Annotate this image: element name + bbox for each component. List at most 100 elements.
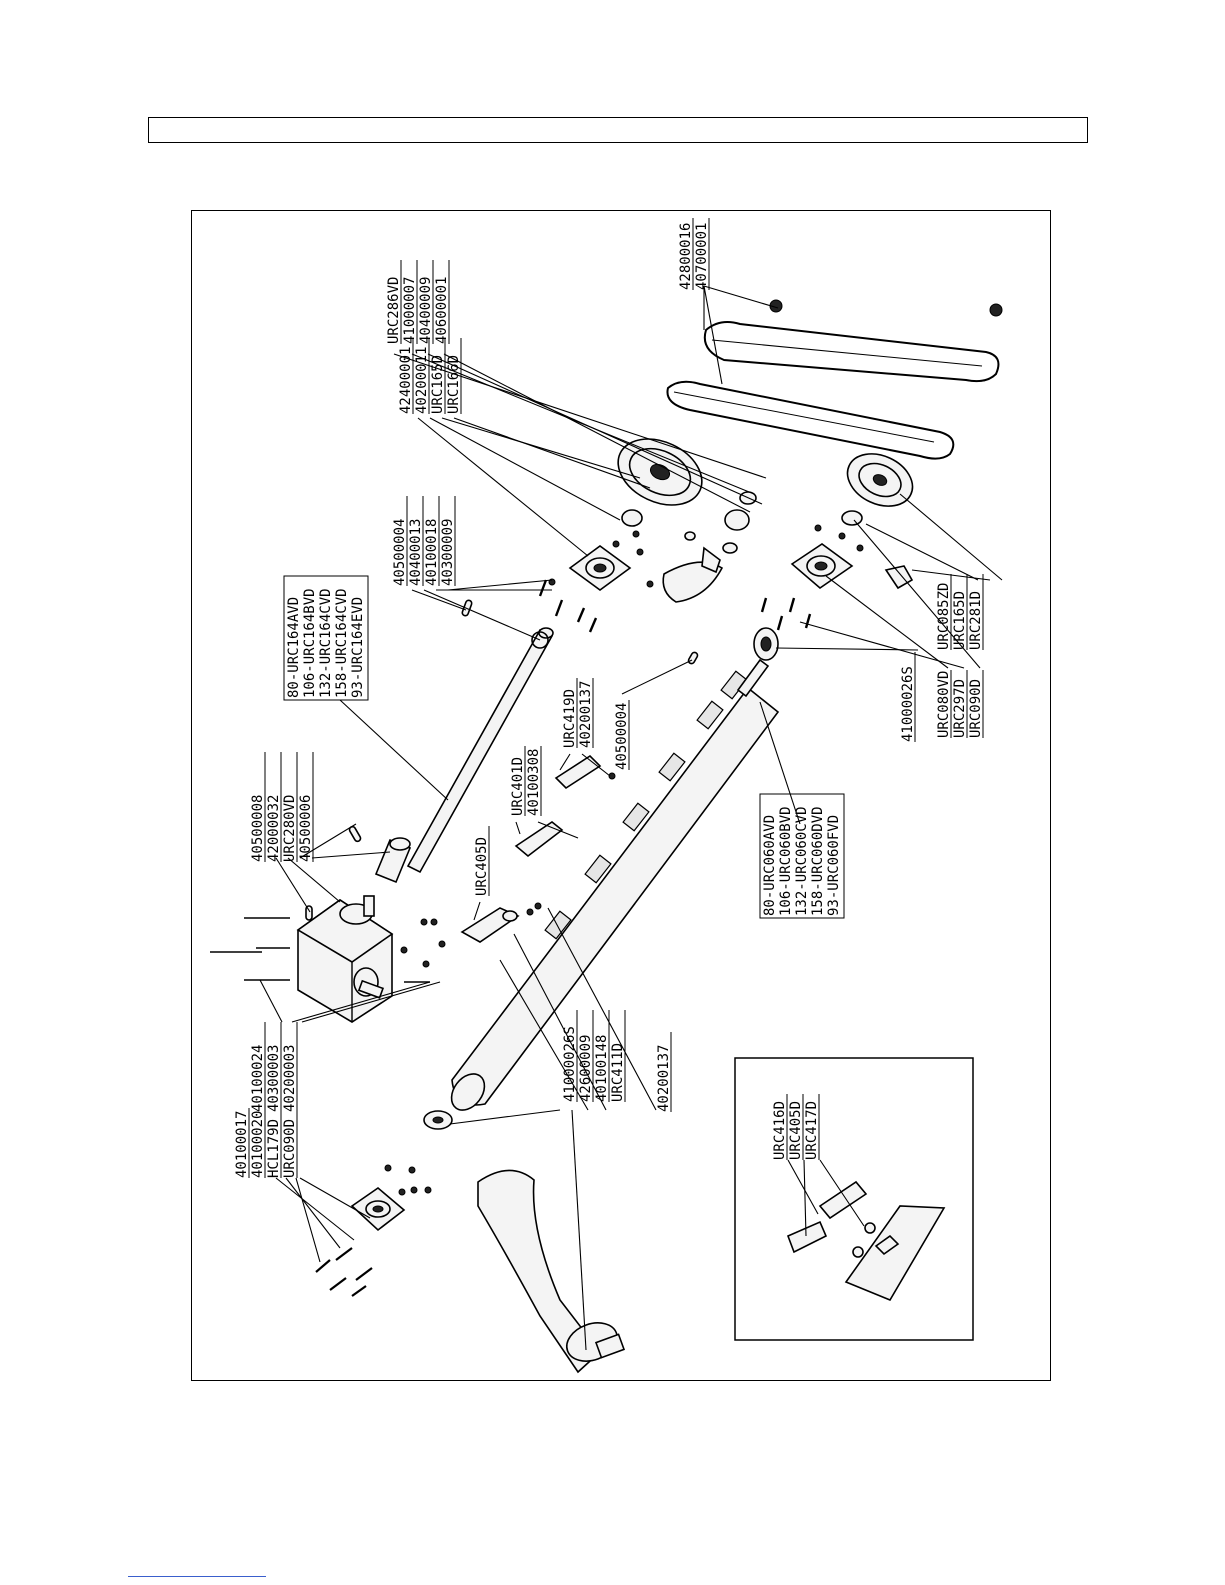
part-label: 40100024 xyxy=(250,1045,266,1112)
coupling-sleeve xyxy=(374,837,412,884)
part-label: 40100020 xyxy=(250,1111,266,1178)
tube-end-shaft xyxy=(736,627,779,698)
part-label: 40500006 xyxy=(298,795,314,862)
part-label: 106-URC164BVD xyxy=(302,588,318,698)
label-group-key: 40500004 xyxy=(614,700,630,770)
part-label: URC417D xyxy=(804,1101,820,1160)
small-nuts xyxy=(400,524,864,968)
part-label: URC090D xyxy=(282,1119,298,1178)
part-label: URC085ZD xyxy=(936,583,952,650)
gearbox-bolts xyxy=(210,917,430,983)
part-label: 40300003 xyxy=(266,1045,282,1112)
inset-frame xyxy=(734,1057,974,1341)
part-label: 40100148 xyxy=(594,1035,610,1102)
part-label: 40500004 xyxy=(614,703,630,770)
part-label: 80-URC164AVD xyxy=(286,597,302,698)
part-label: URC286VD xyxy=(386,277,402,344)
label-group-lower-pulley: URC085ZD URC165D URC281D xyxy=(936,574,984,650)
part-label: URC401D xyxy=(510,757,526,816)
left-bearing-flange xyxy=(350,1186,406,1232)
pto-shaft xyxy=(423,1110,626,1374)
part-label: URC166D xyxy=(446,355,462,414)
part-label: URC405D xyxy=(474,837,490,896)
part-label: 40500004 xyxy=(392,519,408,586)
label-group-left-flange: 40100017 40100020 HCL179D URC090D xyxy=(234,1108,298,1178)
label-group-tube: 80-URC060AVD 106-URC060BVD 132-URC060CVD… xyxy=(759,793,845,919)
part-label: 158-URC060DVD xyxy=(810,806,826,916)
label-group-pto: 41000026S 42600009 40100148 URC411D xyxy=(562,1010,626,1102)
part-label: 40400013 xyxy=(408,519,424,586)
part-label: 42400001 xyxy=(398,347,414,414)
label-group-belts: 42800016 40700001 xyxy=(678,218,710,290)
part-label: 41000026S xyxy=(900,666,916,742)
label-group-washer: 41000026S xyxy=(900,652,916,742)
inset-assembly xyxy=(786,1180,946,1302)
part-label: 106-URC060BVD xyxy=(778,806,794,916)
part-label: 132-URC060CVD xyxy=(794,806,810,916)
lower-pulley xyxy=(846,453,914,507)
part-label: 40500008 xyxy=(250,795,266,862)
part-label: 40400009 xyxy=(418,277,434,344)
label-group-inset: URC416D URC405D URC417D xyxy=(772,1094,820,1160)
part-label: 40600001 xyxy=(434,277,450,344)
part-label: 41000026S xyxy=(562,1026,578,1102)
header-title-box xyxy=(148,117,1088,143)
part-label: 42800016 xyxy=(678,223,694,290)
part-label: URC297D xyxy=(952,679,968,738)
part-label: 40100018 xyxy=(424,519,440,586)
part-label: URC281D xyxy=(968,591,984,650)
part-label: URC405D xyxy=(788,1101,804,1160)
tensioner-bracket xyxy=(884,565,914,590)
label-group-upper-pulley: 42400001 40200011 URC165D URC166D xyxy=(398,338,462,414)
part-label: URC280VD xyxy=(282,795,298,862)
tension-arm xyxy=(662,531,724,603)
bearing-spacers xyxy=(621,491,863,554)
label-group-collar: 40500004 40400013 40100018 40300009 xyxy=(392,496,456,586)
part-label: 40200137 xyxy=(656,1045,672,1112)
part-label: 132-URC164CVD xyxy=(318,588,334,698)
v-belts xyxy=(666,321,1000,460)
label-group-urc401: URC401D 40100308 xyxy=(510,746,542,816)
label-group-gearbox-bolts: 40100024 40300003 40200003 xyxy=(250,1022,298,1112)
part-label: 93-URC164EVD xyxy=(350,597,366,698)
tube-brackets xyxy=(544,670,748,940)
label-group-gearbox-top: 40500008 42000032 URC280VD 40500006 xyxy=(250,752,314,862)
label-group-bracket: 40200137 xyxy=(656,1032,672,1112)
part-label: URC411D xyxy=(610,1043,626,1102)
footer-link-underline[interactable] xyxy=(128,1576,266,1577)
right-bolts xyxy=(538,579,812,633)
part-label: 40300009 xyxy=(440,519,456,586)
label-group-urc405: URC405D xyxy=(474,826,490,896)
main-tube xyxy=(450,686,780,1111)
part-label: 93-URC060FVD xyxy=(826,815,842,916)
label-group-urc419: URC419D 40200137 xyxy=(562,678,594,748)
collar-ring xyxy=(531,631,549,649)
part-label: 40700001 xyxy=(694,223,710,290)
label-group-tension: URC286VD 41000007 40400009 40600001 xyxy=(386,260,450,344)
part-label: URC416D xyxy=(772,1101,788,1160)
belt-nuts xyxy=(769,299,1003,317)
part-label: 40200003 xyxy=(282,1045,298,1112)
lower-bearing-flange xyxy=(790,543,854,590)
upper-pulley xyxy=(617,438,703,506)
part-label: 42000032 xyxy=(266,795,282,862)
gearbox xyxy=(296,895,394,1023)
part-label: 41000007 xyxy=(402,277,418,344)
part-label: 40200011 xyxy=(414,347,430,414)
part-label: URC165D xyxy=(952,591,968,650)
part-label: URC090D xyxy=(968,679,984,738)
left-flange-nuts xyxy=(384,1164,432,1196)
upper-bearing-flange xyxy=(568,545,632,591)
blade-holders xyxy=(460,754,602,943)
part-label: HCL179D xyxy=(266,1119,282,1178)
leader-lines xyxy=(259,285,1003,1351)
left-flange-bolts xyxy=(315,1247,373,1297)
part-label: 40100308 xyxy=(526,749,542,816)
label-group-shaft: 80-URC164AVD 106-URC164BVD 132-URC164CVD… xyxy=(283,575,369,701)
part-label: 40100017 xyxy=(234,1111,250,1178)
part-label: URC419D xyxy=(562,689,578,748)
diagram-frame xyxy=(191,210,1051,1381)
label-group-lower-flange: URC080VD URC297D URC090D xyxy=(936,670,984,738)
part-label: URC080VD xyxy=(936,671,952,738)
